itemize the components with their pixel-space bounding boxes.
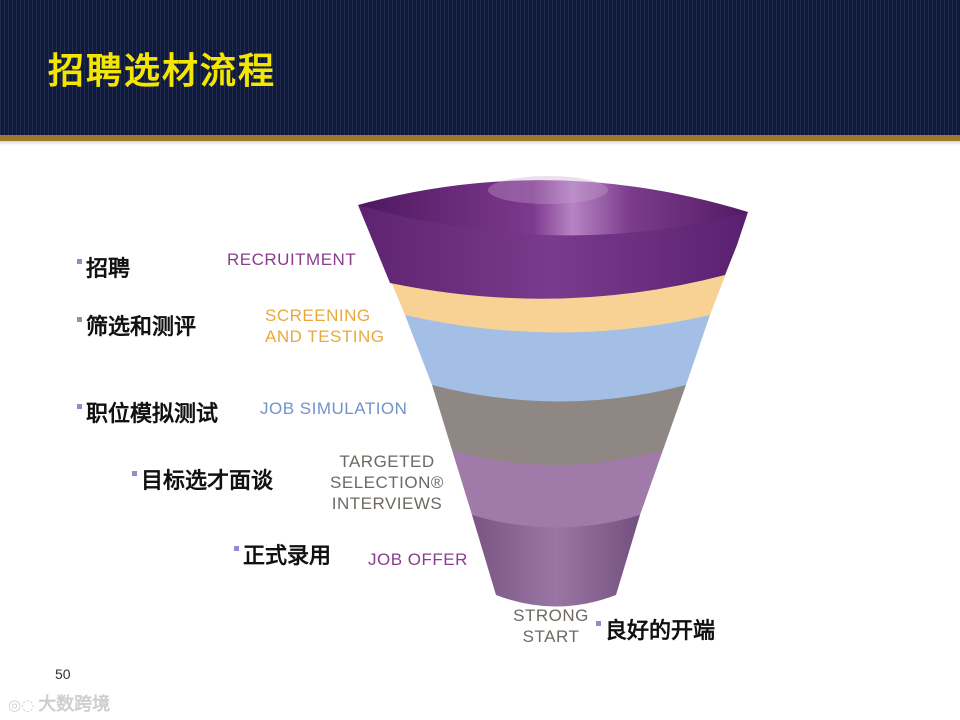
stage-label-screening-line2: AND TESTING (265, 327, 385, 346)
stage-label-strong-start: STRONG START (505, 605, 597, 647)
cn-label-recruitment: 招聘 (77, 256, 130, 284)
watermark: ◎◌大数跨境 (8, 690, 110, 716)
funnel-rim-highlight (488, 176, 608, 204)
stage-label-interviews: TARGETED SELECTION® INTERVIEWS (322, 451, 452, 514)
cn-label-interviews: 目标选才面谈 (132, 468, 273, 496)
stage-label-interviews-line2: SELECTION® (330, 473, 444, 492)
stage-label-recruitment-text: RECRUITMENT (227, 250, 357, 269)
cn-label-job-offer: 正式录用 (234, 543, 331, 571)
cn-label-strong-start-text: 良好的开端 (605, 619, 716, 644)
bullet-marker (77, 404, 82, 409)
funnel-rim (358, 180, 748, 236)
stage-label-job-offer-text: JOB OFFER (368, 550, 468, 569)
title-banner-rule (0, 135, 960, 141)
cn-label-screening-text: 筛选和测评 (86, 315, 197, 340)
cn-label-job-simulation: 职位模拟测试 (77, 401, 218, 429)
cn-label-recruitment-text: 招聘 (86, 257, 131, 282)
stage-label-strong-start-line1: STRONG (513, 606, 589, 625)
bullet-marker (77, 317, 82, 322)
funnel-band-interviews (432, 385, 686, 465)
cn-label-job-simulation-text: 职位模拟测试 (86, 402, 219, 427)
stage-label-job-simulation: JOB SIMULATION (260, 398, 407, 419)
stage-label-screening-line1: SCREENING (265, 306, 371, 325)
cn-label-screening: 筛选和测评 (77, 314, 196, 342)
bullet-marker (77, 259, 82, 264)
stage-label-job-simulation-text: JOB SIMULATION (260, 399, 408, 418)
camera-logo-icon: ◎◌ (8, 696, 35, 714)
stage-label-job-offer: JOB OFFER (368, 549, 468, 570)
funnel-band-job-simulation (405, 315, 710, 402)
page-number: 50 (55, 666, 71, 682)
watermark-text: 大数跨境 (38, 694, 111, 715)
slide-title: 招聘选材流程 (48, 51, 277, 92)
stage-label-interviews-line3: INTERVIEWS (331, 494, 443, 513)
cn-label-interviews-text: 目标选才面谈 (141, 469, 274, 494)
stage-label-interviews-line1: TARGETED (339, 452, 435, 471)
cn-label-job-offer-text: 正式录用 (243, 544, 332, 569)
stage-label-screening: SCREENING AND TESTING (265, 305, 384, 347)
stage-label-strong-start-line2: START (522, 627, 580, 646)
funnel-band-strong-start (472, 515, 640, 607)
title-banner-shadow (0, 141, 960, 145)
bullet-marker (234, 546, 239, 551)
bullet-marker (596, 621, 601, 626)
stage-label-recruitment: RECRUITMENT (227, 249, 356, 270)
title-banner (0, 0, 960, 135)
bullet-marker (132, 471, 137, 476)
cn-label-strong-start: 良好的开端 (596, 618, 715, 646)
funnel-band-job-offer (452, 450, 663, 528)
